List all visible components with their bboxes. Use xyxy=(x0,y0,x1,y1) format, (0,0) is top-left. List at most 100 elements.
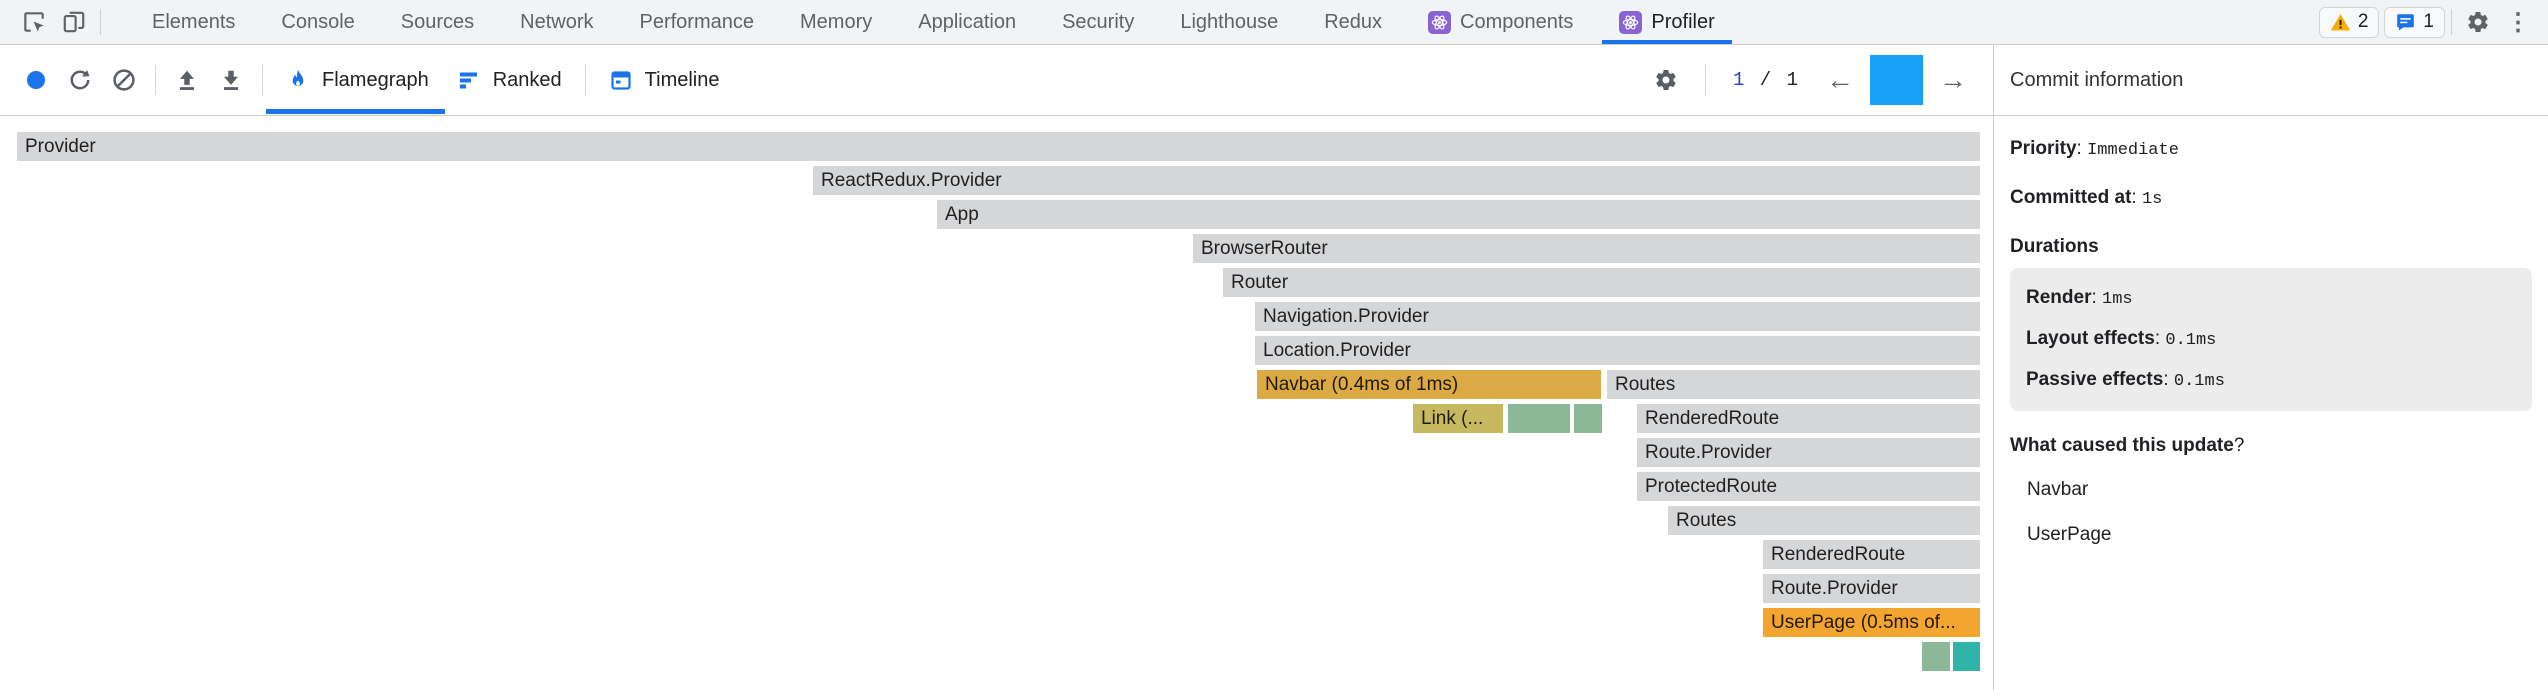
flame-bar-route-provider[interactable]: Route.Provider xyxy=(1637,438,1980,467)
tab-ranked[interactable]: Ranked xyxy=(443,45,576,116)
flame-bar-protected-route[interactable]: ProtectedRoute xyxy=(1637,472,1980,501)
commit-count: 1 / 1 xyxy=(1733,69,1800,91)
flame-bar-link-child-2[interactable] xyxy=(1574,404,1602,433)
devtools-tabs: Elements Console Sources Network Perform… xyxy=(129,0,1738,44)
tab-redux[interactable]: Redux xyxy=(1301,0,1405,44)
commit-snapshot-bar[interactable] xyxy=(1870,55,1923,105)
passive-effects-label: Passive effects xyxy=(2026,369,2164,390)
flame-bar-link[interactable]: Link (... xyxy=(1413,404,1503,433)
tabbar-divider xyxy=(100,9,101,35)
load-profile-button[interactable] xyxy=(170,63,204,97)
layout-effects-label: Layout effects xyxy=(2026,328,2155,349)
tab-label: Performance xyxy=(639,10,755,33)
flame-bar-app[interactable]: App xyxy=(937,200,1980,229)
panel-divider xyxy=(1993,45,1994,690)
durations-label: Durations xyxy=(2010,236,2099,257)
colon: : xyxy=(2163,369,2174,390)
flame-bar-user-page-child-1[interactable] xyxy=(1922,642,1950,671)
clear-profiling-button[interactable] xyxy=(107,63,141,97)
tab-performance[interactable]: Performance xyxy=(617,0,778,44)
gear-icon xyxy=(2468,11,2488,33)
flame-bar-provider[interactable]: Provider xyxy=(17,132,1980,161)
commit-current: 1 xyxy=(1732,69,1747,91)
tab-elements[interactable]: Elements xyxy=(129,0,258,44)
layout-effects-value: 0.1ms xyxy=(2165,331,2217,350)
committed-at-label: Committed at xyxy=(2010,187,2132,208)
flame-bar-location-provider[interactable]: Location.Provider xyxy=(1255,336,1980,365)
tab-console[interactable]: Console xyxy=(258,0,377,44)
cause-item-navbar: Navbar xyxy=(2027,479,2089,500)
flame-bar-routes-nested[interactable]: Routes xyxy=(1668,506,1980,535)
tab-flamegraph[interactable]: Flamegraph xyxy=(266,45,445,116)
tab-timeline[interactable]: Timeline xyxy=(595,45,734,116)
tab-security[interactable]: Security xyxy=(1039,0,1157,44)
flame-bar-rendered-route[interactable]: RenderedRoute xyxy=(1637,404,1980,433)
settings-button[interactable] xyxy=(2458,5,2498,39)
tab-memory[interactable]: Memory xyxy=(777,0,895,44)
tab-profiler[interactable]: Profiler xyxy=(1596,0,1737,44)
passive-effects-line: Passive effects: 0.1ms xyxy=(2026,360,2516,401)
flame-bar-routes[interactable]: Routes xyxy=(1607,370,1980,399)
cause-item-userpage: UserPage xyxy=(2027,524,2112,545)
device-toolbar-icon xyxy=(63,11,85,33)
tab-application[interactable]: Application xyxy=(895,0,1039,44)
timeline-calendar-icon xyxy=(609,68,633,92)
tab-components[interactable]: Components xyxy=(1405,0,1596,44)
profiler-settings-button[interactable] xyxy=(1649,63,1683,97)
flame-bar-user-page[interactable]: UserPage (0.5ms of... xyxy=(1763,608,1980,637)
tab-lighthouse[interactable]: Lighthouse xyxy=(1157,0,1301,44)
ptab-label: Timeline xyxy=(644,68,720,91)
tab-sources[interactable]: Sources xyxy=(378,0,497,44)
tab-label: Lighthouse xyxy=(1180,10,1279,33)
tab-label: Sources xyxy=(400,10,475,33)
tab-label: Application xyxy=(918,10,1017,33)
issues-badge[interactable]: 1 xyxy=(2384,6,2445,38)
save-profile-button[interactable] xyxy=(214,63,248,97)
commit-information-title: Commit information xyxy=(1994,45,2548,116)
next-commit-button[interactable]: → xyxy=(1939,64,1967,95)
render-value: 1ms xyxy=(2102,290,2133,309)
inspect-element-button[interactable] xyxy=(14,5,54,39)
tab-network[interactable]: Network xyxy=(497,0,616,44)
tabbar-left-tools xyxy=(0,0,107,44)
tab-label: Memory xyxy=(800,10,873,33)
flame-bar-navigation-provider[interactable]: Navigation.Provider xyxy=(1255,302,1980,331)
warning-count: 2 xyxy=(2357,11,2369,32)
priority-value: Immediate xyxy=(2087,141,2179,160)
toolbar-divider xyxy=(1704,65,1706,95)
ptab-label: Flamegraph xyxy=(322,68,429,91)
warning-icon xyxy=(2330,13,2350,30)
tabbar-right-tools: 2 1 ⋮ xyxy=(2314,0,2548,44)
colon: : xyxy=(2131,187,2142,208)
flame-bar-route-provider-2[interactable]: Route.Provider xyxy=(1763,574,1980,603)
flame-bar-browser-router[interactable]: BrowserRouter xyxy=(1193,234,1980,263)
inspect-cursor-icon xyxy=(24,12,44,32)
toolbar-divider xyxy=(155,65,156,95)
tab-label: Console xyxy=(281,10,355,33)
flame-bar-link-child-1[interactable] xyxy=(1508,404,1570,433)
flame-bar-router[interactable]: Router xyxy=(1223,268,1980,297)
flame-bar-navbar[interactable]: Navbar (0.4ms of 1ms) xyxy=(1257,370,1601,399)
tab-label: Elements xyxy=(152,10,236,33)
flame-bar-rendered-route-2[interactable]: RenderedRoute xyxy=(1763,540,1980,569)
commit-information-panel: Commit information Priority: Immediate C… xyxy=(1994,45,2548,690)
profiler-toolbar: Flamegraph Ranked Timeline xyxy=(0,45,1993,116)
durations-heading: Durations xyxy=(2010,236,2532,258)
previous-commit-button[interactable]: ← xyxy=(1826,64,1854,95)
warnings-badge[interactable]: 2 xyxy=(2318,6,2380,38)
colon: : xyxy=(2076,138,2088,159)
device-toolbar-button[interactable] xyxy=(54,5,94,39)
devtools-tabbar: Elements Console Sources Network Perform… xyxy=(0,0,2548,45)
kebab-menu-button[interactable]: ⋮ xyxy=(2506,8,2530,36)
clear-icon xyxy=(113,69,135,91)
reload-and-profile-button[interactable] xyxy=(63,63,97,97)
flame-bar-user-page-child-2[interactable] xyxy=(1953,642,1980,671)
message-count: 1 xyxy=(2423,11,2434,32)
record-button[interactable] xyxy=(19,63,53,97)
reload-icon xyxy=(70,70,90,90)
cause-suffix: ? xyxy=(2233,435,2245,456)
message-bubble-icon xyxy=(2397,13,2415,30)
layout-effects-line: Layout effects: 0.1ms xyxy=(2026,319,2516,360)
ranked-bars-icon xyxy=(457,68,481,92)
flame-bar-react-redux-provider[interactable]: ReactRedux.Provider xyxy=(813,166,1980,195)
